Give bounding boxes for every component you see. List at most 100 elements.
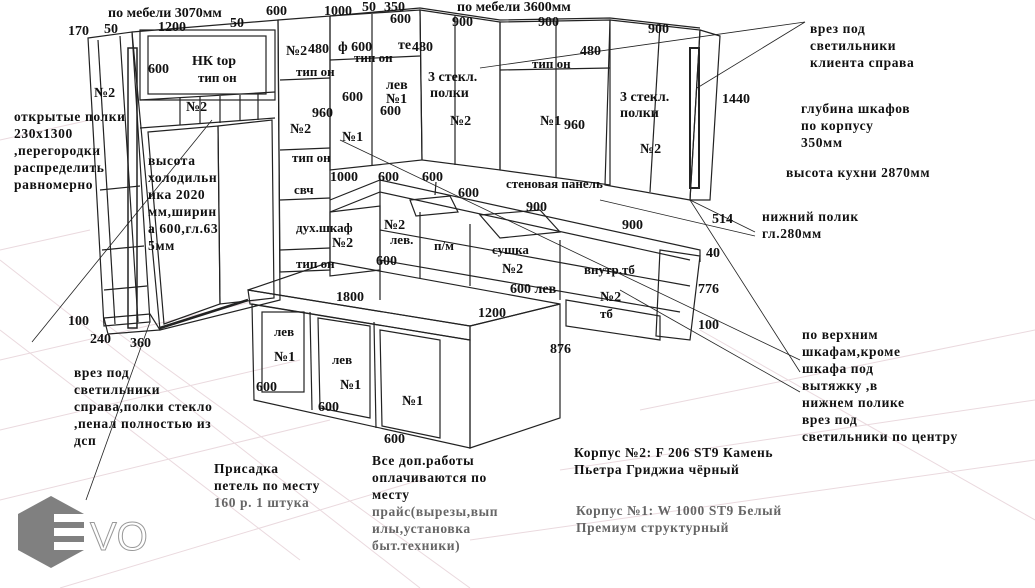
label-600-e: 600 bbox=[422, 170, 443, 185]
label-lev-b: лев. bbox=[390, 232, 414, 247]
label-no1-c: №1 bbox=[540, 114, 562, 129]
label-600-d: 600 bbox=[378, 170, 399, 185]
label-oven: дух.шкаф bbox=[296, 220, 353, 235]
dim-50-a: 50 bbox=[104, 22, 118, 37]
leader-lines bbox=[31, 21, 806, 501]
label-wall-panel: стеновая панель bbox=[506, 176, 603, 191]
note-lights-right: врез под светильники справа,полки стекло… bbox=[74, 365, 213, 448]
label-900-a: 900 bbox=[526, 200, 547, 215]
label-no2-e: №2 bbox=[332, 236, 354, 251]
label-no1-a: №1 bbox=[386, 92, 408, 107]
label-lev-a: лев bbox=[386, 78, 408, 93]
label-no2-a: №2 bbox=[286, 44, 308, 59]
island-600-3: 600 bbox=[384, 432, 405, 447]
label-no2-b: №2 bbox=[290, 122, 312, 137]
label-tip-on-1: тип он bbox=[198, 70, 237, 85]
label-no2-right: №2 bbox=[640, 142, 662, 157]
label-960-b: 960 bbox=[564, 118, 585, 133]
logo-letter-e bbox=[54, 514, 84, 550]
label-tip-on-4: тип он bbox=[532, 56, 571, 71]
island-1200: 1200 bbox=[478, 306, 506, 321]
note-upper-cabinets: по верхним шкафам,кроме шкафа под вытяжк… bbox=[802, 327, 958, 444]
label-polki-a: полки bbox=[430, 86, 469, 101]
label-polki-b: полки bbox=[620, 106, 659, 121]
dim-600-b: 600 bbox=[390, 12, 411, 27]
label-no2-f: №2 bbox=[502, 262, 524, 277]
label-100-right: 100 bbox=[698, 318, 719, 333]
label-no2-g: №2 bbox=[600, 290, 622, 305]
label-1440: 1440 bbox=[722, 92, 750, 107]
note-extra-list: прайс(вырезы,вып илы,установка быт.техни… bbox=[372, 504, 499, 553]
label-glass-shelves-b: 3 стекл. bbox=[620, 90, 670, 105]
floor-grid bbox=[0, 119, 1035, 588]
label-tb: тб bbox=[600, 306, 613, 321]
note-fridge: высота холодильн ика 2020 мм,ширин а 600… bbox=[148, 153, 219, 253]
note-lights-client: врез под светильники клиента справа bbox=[810, 21, 915, 70]
note-body-1: Корпус №1: W 1000 ST9 Белый Премиум стру… bbox=[576, 503, 782, 535]
label-514: 514 bbox=[712, 212, 733, 227]
label-no2-shelf: №2 bbox=[186, 100, 208, 115]
label-600-b: 600 bbox=[342, 90, 363, 105]
dim-350: 350 bbox=[384, 0, 405, 15]
label-600-upper: 600 bbox=[148, 62, 169, 77]
island-no1-1: №1 bbox=[274, 350, 296, 365]
island-no1-3: №1 bbox=[402, 394, 424, 409]
label-tip-on-5: тип он bbox=[292, 150, 331, 165]
island-lev-2: лев bbox=[332, 352, 353, 367]
dim-50-b: 50 bbox=[230, 16, 244, 31]
label-te: те bbox=[398, 38, 412, 53]
dim-100-left: 100 bbox=[68, 314, 89, 329]
label-glass-shelves-a: 3 стекл. bbox=[428, 70, 478, 85]
logo-text: VO bbox=[90, 515, 148, 559]
dim-50-c: 50 bbox=[362, 0, 376, 15]
label-tip-on-6: тип он bbox=[296, 256, 335, 271]
note-open-shelves: открытые полки 230х1300 ,перегородки рас… bbox=[14, 109, 126, 192]
note-cabinet-depth: глубина шкафов по корпусу 350мм bbox=[801, 101, 911, 150]
label-dishwasher: п/м bbox=[434, 238, 454, 253]
dim-900-b: 900 bbox=[538, 15, 559, 30]
dim-170: 170 bbox=[68, 24, 89, 39]
dim-240: 240 bbox=[90, 332, 111, 347]
note-bottom-shelf: нижний полик гл.280мм bbox=[762, 209, 859, 241]
label-inner-tb: внутр.тб bbox=[584, 262, 635, 277]
label-microwave: свч bbox=[294, 182, 314, 197]
dim-360: 360 bbox=[130, 336, 151, 351]
label-480-a: 480 bbox=[308, 42, 329, 57]
note-extra-work: Все доп.работы оплачиваются по месту bbox=[372, 453, 487, 502]
evo-logo: VO bbox=[18, 496, 148, 568]
dim-1200: 1200 bbox=[158, 20, 186, 35]
island-600-2: 600 bbox=[318, 400, 339, 415]
label-hk-top: НК top bbox=[192, 54, 236, 69]
note-hinges: Присадка петель по месту bbox=[214, 461, 320, 493]
label-tip-on-3: тип он bbox=[354, 50, 393, 65]
label-960-a: 960 bbox=[312, 106, 333, 121]
dim-600-top: 600 bbox=[266, 4, 287, 19]
label-600-c: 600 bbox=[380, 104, 401, 119]
label-no2-left: №2 bbox=[94, 86, 116, 101]
label-f600: ф 600 bbox=[338, 40, 373, 55]
right-furniture-length: по мебели 3600мм bbox=[457, 0, 571, 15]
dim-1000-top: 1000 bbox=[324, 4, 352, 19]
island-876: 876 bbox=[550, 342, 571, 357]
label-900-b: 900 bbox=[622, 218, 643, 233]
island-no1-2: №1 bbox=[340, 378, 362, 393]
label-no2-d: №2 bbox=[384, 218, 406, 233]
island-1800: 1800 bbox=[336, 290, 364, 305]
label-tip-on-2: тип он bbox=[296, 64, 335, 79]
label-no1-b: №1 bbox=[342, 130, 364, 145]
dim-900-a: 900 bbox=[452, 15, 473, 30]
label-1000: 1000 bbox=[330, 170, 358, 185]
label-776: 776 bbox=[698, 282, 719, 297]
label-600-lev: 600 лев bbox=[510, 282, 557, 297]
dim-900-c: 900 bbox=[648, 22, 669, 37]
label-600-f: 600 bbox=[458, 186, 479, 201]
note-kitchen-height: высота кухни 2870мм bbox=[786, 165, 931, 180]
label-480-c: 480 bbox=[580, 44, 601, 59]
note-body-2: Корпус №2: F 206 ST9 Камень Пьетра Гридж… bbox=[574, 445, 774, 477]
label-40: 40 bbox=[706, 246, 720, 261]
label-dryer: сушка bbox=[492, 242, 529, 257]
label-600-g: 600 bbox=[376, 254, 397, 269]
island-600-1: 600 bbox=[256, 380, 277, 395]
left-furniture-length: по мебели 3070мм bbox=[108, 6, 222, 21]
